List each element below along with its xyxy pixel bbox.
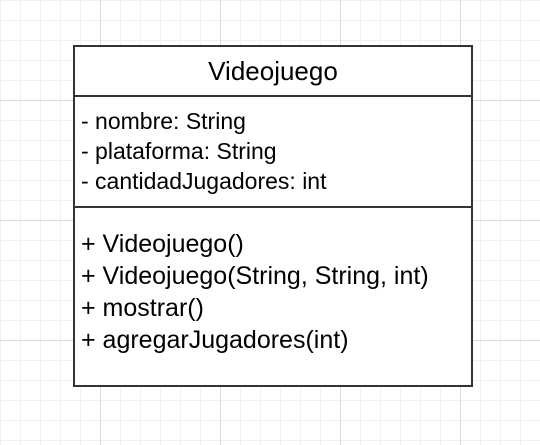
attribute-nombre: - nombre: String bbox=[81, 108, 246, 134]
method-agregar-jugadores: + agregarJugadores(int) bbox=[81, 326, 349, 354]
attribute-plataforma: - plataforma: String bbox=[81, 138, 277, 164]
class-header: Videojuego bbox=[75, 47, 471, 97]
method-constructor-default: + Videojuego() bbox=[81, 230, 244, 258]
uml-class-box[interactable]: Videojuego - nombre: String - plataforma… bbox=[73, 45, 473, 387]
attributes-compartment: - nombre: String - plataforma: String - … bbox=[75, 97, 471, 208]
methods-compartment: + Videojuego() + Videojuego(String, Stri… bbox=[75, 208, 471, 356]
method-constructor-params: + Videojuego(String, String, int) bbox=[81, 262, 429, 290]
class-title: Videojuego bbox=[208, 56, 338, 86]
method-mostrar: + mostrar() bbox=[81, 294, 204, 322]
attribute-cantidad-jugadores: - cantidadJugadores: int bbox=[81, 168, 327, 194]
